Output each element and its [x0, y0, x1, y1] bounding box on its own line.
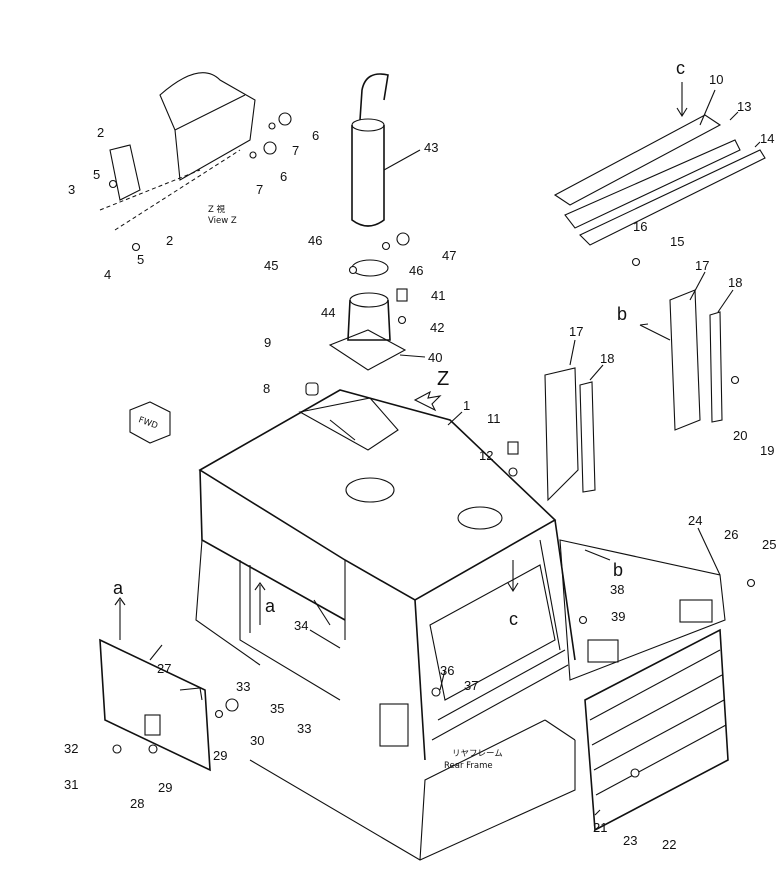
callout-29: 29 [158, 780, 172, 795]
callout-18: 18 [728, 275, 742, 290]
callout-35: 35 [270, 701, 284, 716]
lower-body [195, 539, 576, 861]
callout-47: 47 [442, 248, 456, 263]
grille [584, 628, 729, 832]
callout-10: 10 [709, 72, 723, 87]
callout-11: 11 [487, 411, 501, 426]
stack-base [328, 292, 407, 371]
callout-16: 16 [633, 219, 647, 234]
callout-5: 5 [93, 167, 100, 182]
callout-46: 46 [409, 263, 423, 278]
leader-lines [149, 89, 761, 816]
callout-24: 24 [688, 513, 702, 528]
fwd-arrow: FWD [129, 401, 171, 444]
callout-4: 4 [104, 267, 111, 282]
callout-2: 2 [166, 233, 173, 248]
view-letter-b: b [617, 304, 627, 324]
callout-6: 6 [280, 169, 287, 184]
callout-14: 14 [760, 131, 774, 146]
callout-44: 44 [321, 305, 335, 320]
callout-21: 21 [593, 820, 607, 835]
callout-15: 15 [670, 234, 684, 249]
view-letter-a: a [113, 578, 124, 598]
callout-17: 17 [569, 324, 583, 339]
rear-frame-jp-label: リヤフレーム [452, 749, 503, 759]
callout-34: 34 [294, 618, 308, 633]
callout-13: 13 [737, 99, 751, 114]
callout-7: 7 [256, 182, 263, 197]
view-z-en-label: View Z [208, 216, 237, 226]
bracket-view-z [99, 72, 256, 231]
callout-28: 28 [130, 796, 144, 811]
hardware-marks [108, 112, 756, 778]
callout-31: 31 [64, 777, 78, 792]
callout-36: 36 [440, 663, 454, 678]
callout-46: 46 [308, 233, 322, 248]
callout-43: 43 [424, 140, 438, 155]
callout-37: 37 [464, 678, 478, 693]
callout-23: 23 [623, 833, 637, 848]
view-letter-c: c [509, 609, 518, 629]
callout-29: 29 [213, 748, 227, 763]
callout-8: 8 [263, 381, 270, 396]
callout-33: 33 [297, 721, 311, 736]
callout-2: 2 [97, 125, 104, 140]
callout-39: 39 [611, 609, 625, 624]
clamp [351, 259, 389, 277]
callout-42: 42 [430, 320, 444, 335]
callout-40: 40 [428, 350, 442, 365]
top-right-plates [553, 114, 766, 246]
callout-41: 41 [431, 288, 445, 303]
view-letter-c: c [676, 58, 685, 78]
callout-20: 20 [733, 428, 747, 443]
callout-12: 12 [479, 448, 493, 463]
side-panel-mid [544, 367, 596, 502]
rear-panel [559, 539, 726, 681]
view-letter-a: a [265, 596, 276, 616]
view-letter-b: b [613, 560, 623, 580]
callout-3: 3 [68, 182, 75, 197]
exhaust-pipe [351, 73, 389, 227]
left-cover [99, 638, 211, 772]
callout-6: 6 [312, 128, 319, 143]
callout-layer: 1223455667789101112131415161717181819202… [64, 72, 776, 852]
callout-1: 1 [463, 398, 470, 413]
callout-19: 19 [760, 443, 774, 458]
callout-45: 45 [264, 258, 278, 273]
callout-5: 5 [137, 252, 144, 267]
side-panel-right [669, 289, 723, 431]
callout-27: 27 [157, 661, 171, 676]
callout-30: 30 [250, 733, 264, 748]
hood-body [198, 389, 576, 761]
callout-26: 26 [724, 527, 738, 542]
callout-18: 18 [600, 351, 614, 366]
callout-9: 9 [264, 335, 271, 350]
callout-38: 38 [610, 582, 624, 597]
view-arrows [114, 82, 688, 640]
callout-7: 7 [292, 143, 299, 158]
rear-frame-en-label: Rear Frame [444, 761, 493, 771]
view-letter-z: Z [437, 368, 449, 390]
callout-32: 32 [64, 741, 78, 756]
callout-33: 33 [236, 679, 250, 694]
callout-17: 17 [695, 258, 709, 273]
callout-25: 25 [762, 537, 776, 552]
callout-22: 22 [662, 837, 676, 852]
view-z-jp-label: Z 視 [208, 204, 226, 215]
